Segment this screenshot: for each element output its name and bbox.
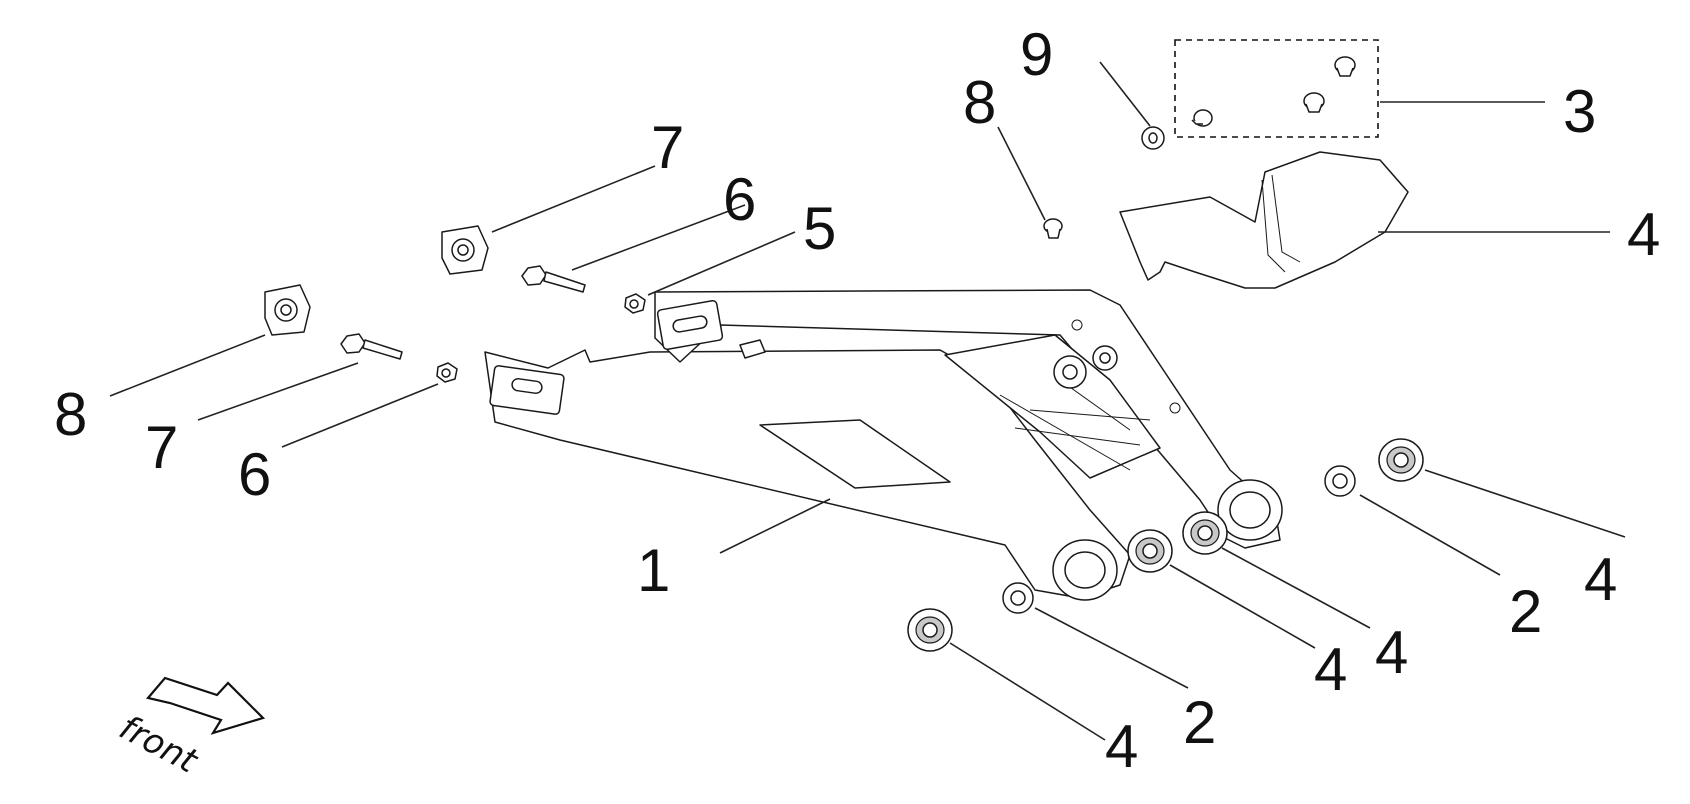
screw-part xyxy=(1191,109,1213,127)
front-label: front xyxy=(113,708,205,782)
callout-4: 4 xyxy=(1584,546,1617,613)
callout-4: 4 xyxy=(1314,636,1347,703)
callout-2: 2 xyxy=(1183,689,1216,756)
adjuster-block-part xyxy=(264,284,311,336)
bearing-part xyxy=(907,608,953,652)
callout-7: 6 xyxy=(723,166,756,233)
swingarm-part xyxy=(484,289,1283,601)
bearing-part xyxy=(1182,511,1228,555)
adjuster-bolt-part xyxy=(521,265,586,293)
bearing-part xyxy=(1127,529,1173,573)
front-direction-indicator: front xyxy=(113,676,266,782)
spacer-washer-part xyxy=(1002,582,1034,614)
bolt-part xyxy=(1043,218,1063,239)
callout-9: 8 xyxy=(963,69,996,136)
washer-part xyxy=(1141,126,1165,150)
chain-guard-part xyxy=(1119,151,1409,289)
callout-labels: 1 2 2 3 4 4 4 4 4 5 6 6 7 7 8 8 9 xyxy=(54,21,1660,780)
leader-lines xyxy=(109,61,1626,741)
callout-6: 5 xyxy=(803,195,836,262)
bearing-part xyxy=(1378,438,1424,482)
callout-4: 4 xyxy=(1375,619,1408,686)
adjuster-block-part xyxy=(441,225,489,275)
front-direction-arrow-icon xyxy=(145,676,266,735)
nut-part xyxy=(436,362,458,383)
callout-6: 6 xyxy=(238,441,271,508)
nut-part xyxy=(624,293,646,314)
callout-4: 4 xyxy=(1105,713,1138,780)
screw-part xyxy=(1334,56,1356,77)
callout-8: 8 xyxy=(54,381,87,448)
callout-10: 9 xyxy=(1020,21,1053,88)
screw-kit-box xyxy=(1174,39,1379,138)
callout-7: 7 xyxy=(145,414,178,481)
callout-1: 1 xyxy=(637,537,670,604)
spacer-washer-part xyxy=(1324,465,1356,497)
adjuster-bolt-part xyxy=(340,333,403,360)
screw-part xyxy=(1303,92,1325,113)
callout-3: 3 xyxy=(1563,78,1596,145)
callout-5: 4 xyxy=(1627,201,1660,268)
callout-8: 7 xyxy=(651,114,684,181)
callout-2: 2 xyxy=(1509,578,1542,645)
